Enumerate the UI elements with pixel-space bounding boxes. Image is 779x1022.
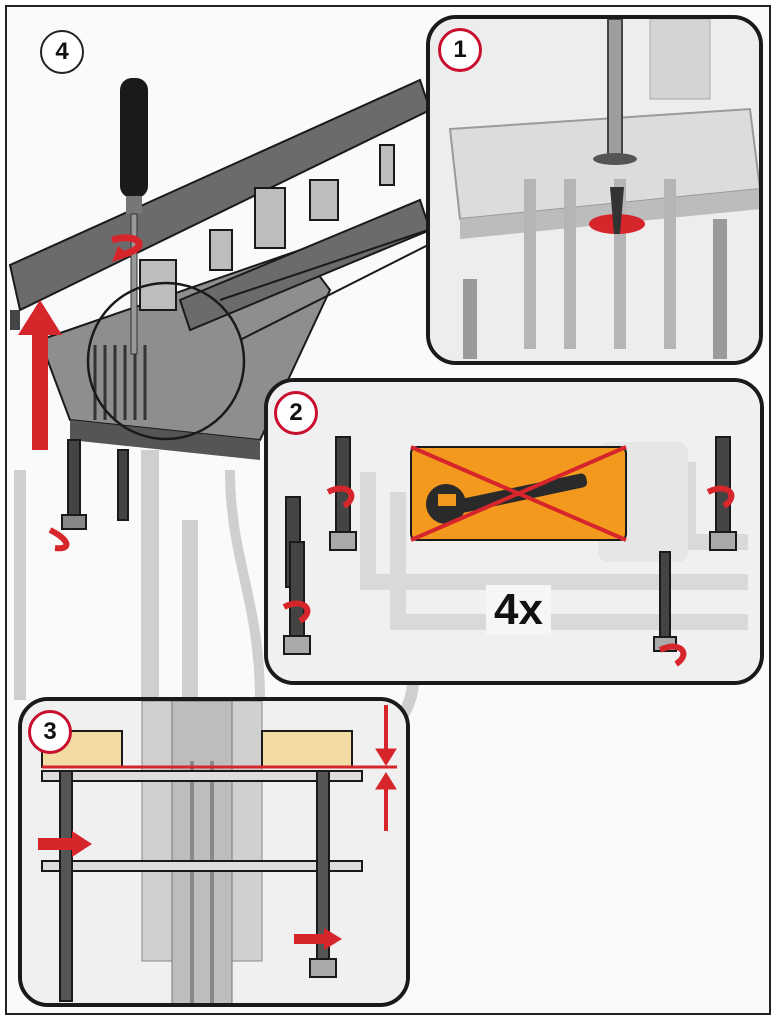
detail-magnifier-circle <box>86 281 246 441</box>
bolt-rotate-arrows <box>282 485 735 667</box>
step-badge-4: 4 <box>40 30 84 74</box>
bolts-detail-illustration <box>268 382 760 681</box>
bolt-rotate-arrow-icon <box>48 527 70 552</box>
detail-panel-bolts <box>264 378 764 685</box>
step-badge-1: 1 <box>438 28 482 72</box>
bolts-under-plate <box>61 439 129 530</box>
bolt-count-label: 4x <box>486 585 551 635</box>
wooden-block-right <box>261 730 353 768</box>
screw-detail-illustration <box>430 19 759 361</box>
gap-arrows-icon <box>375 705 397 831</box>
push-arrows-icon <box>38 831 342 950</box>
lift-up-arrow-icon <box>18 300 62 450</box>
screwdriver-icon <box>120 78 148 355</box>
screw-icon <box>610 187 624 234</box>
detail-panel-screw <box>426 15 763 365</box>
step-badge-3: 3 <box>28 710 72 754</box>
cross-line-b <box>410 445 627 542</box>
step-badge-2: 2 <box>274 391 318 435</box>
springs <box>93 345 147 420</box>
detail-panel-gap <box>18 697 410 1007</box>
rotate-arrow-icon <box>111 234 143 258</box>
gap-detail-illustration <box>22 701 406 1003</box>
no-wrench-warning <box>410 445 627 542</box>
